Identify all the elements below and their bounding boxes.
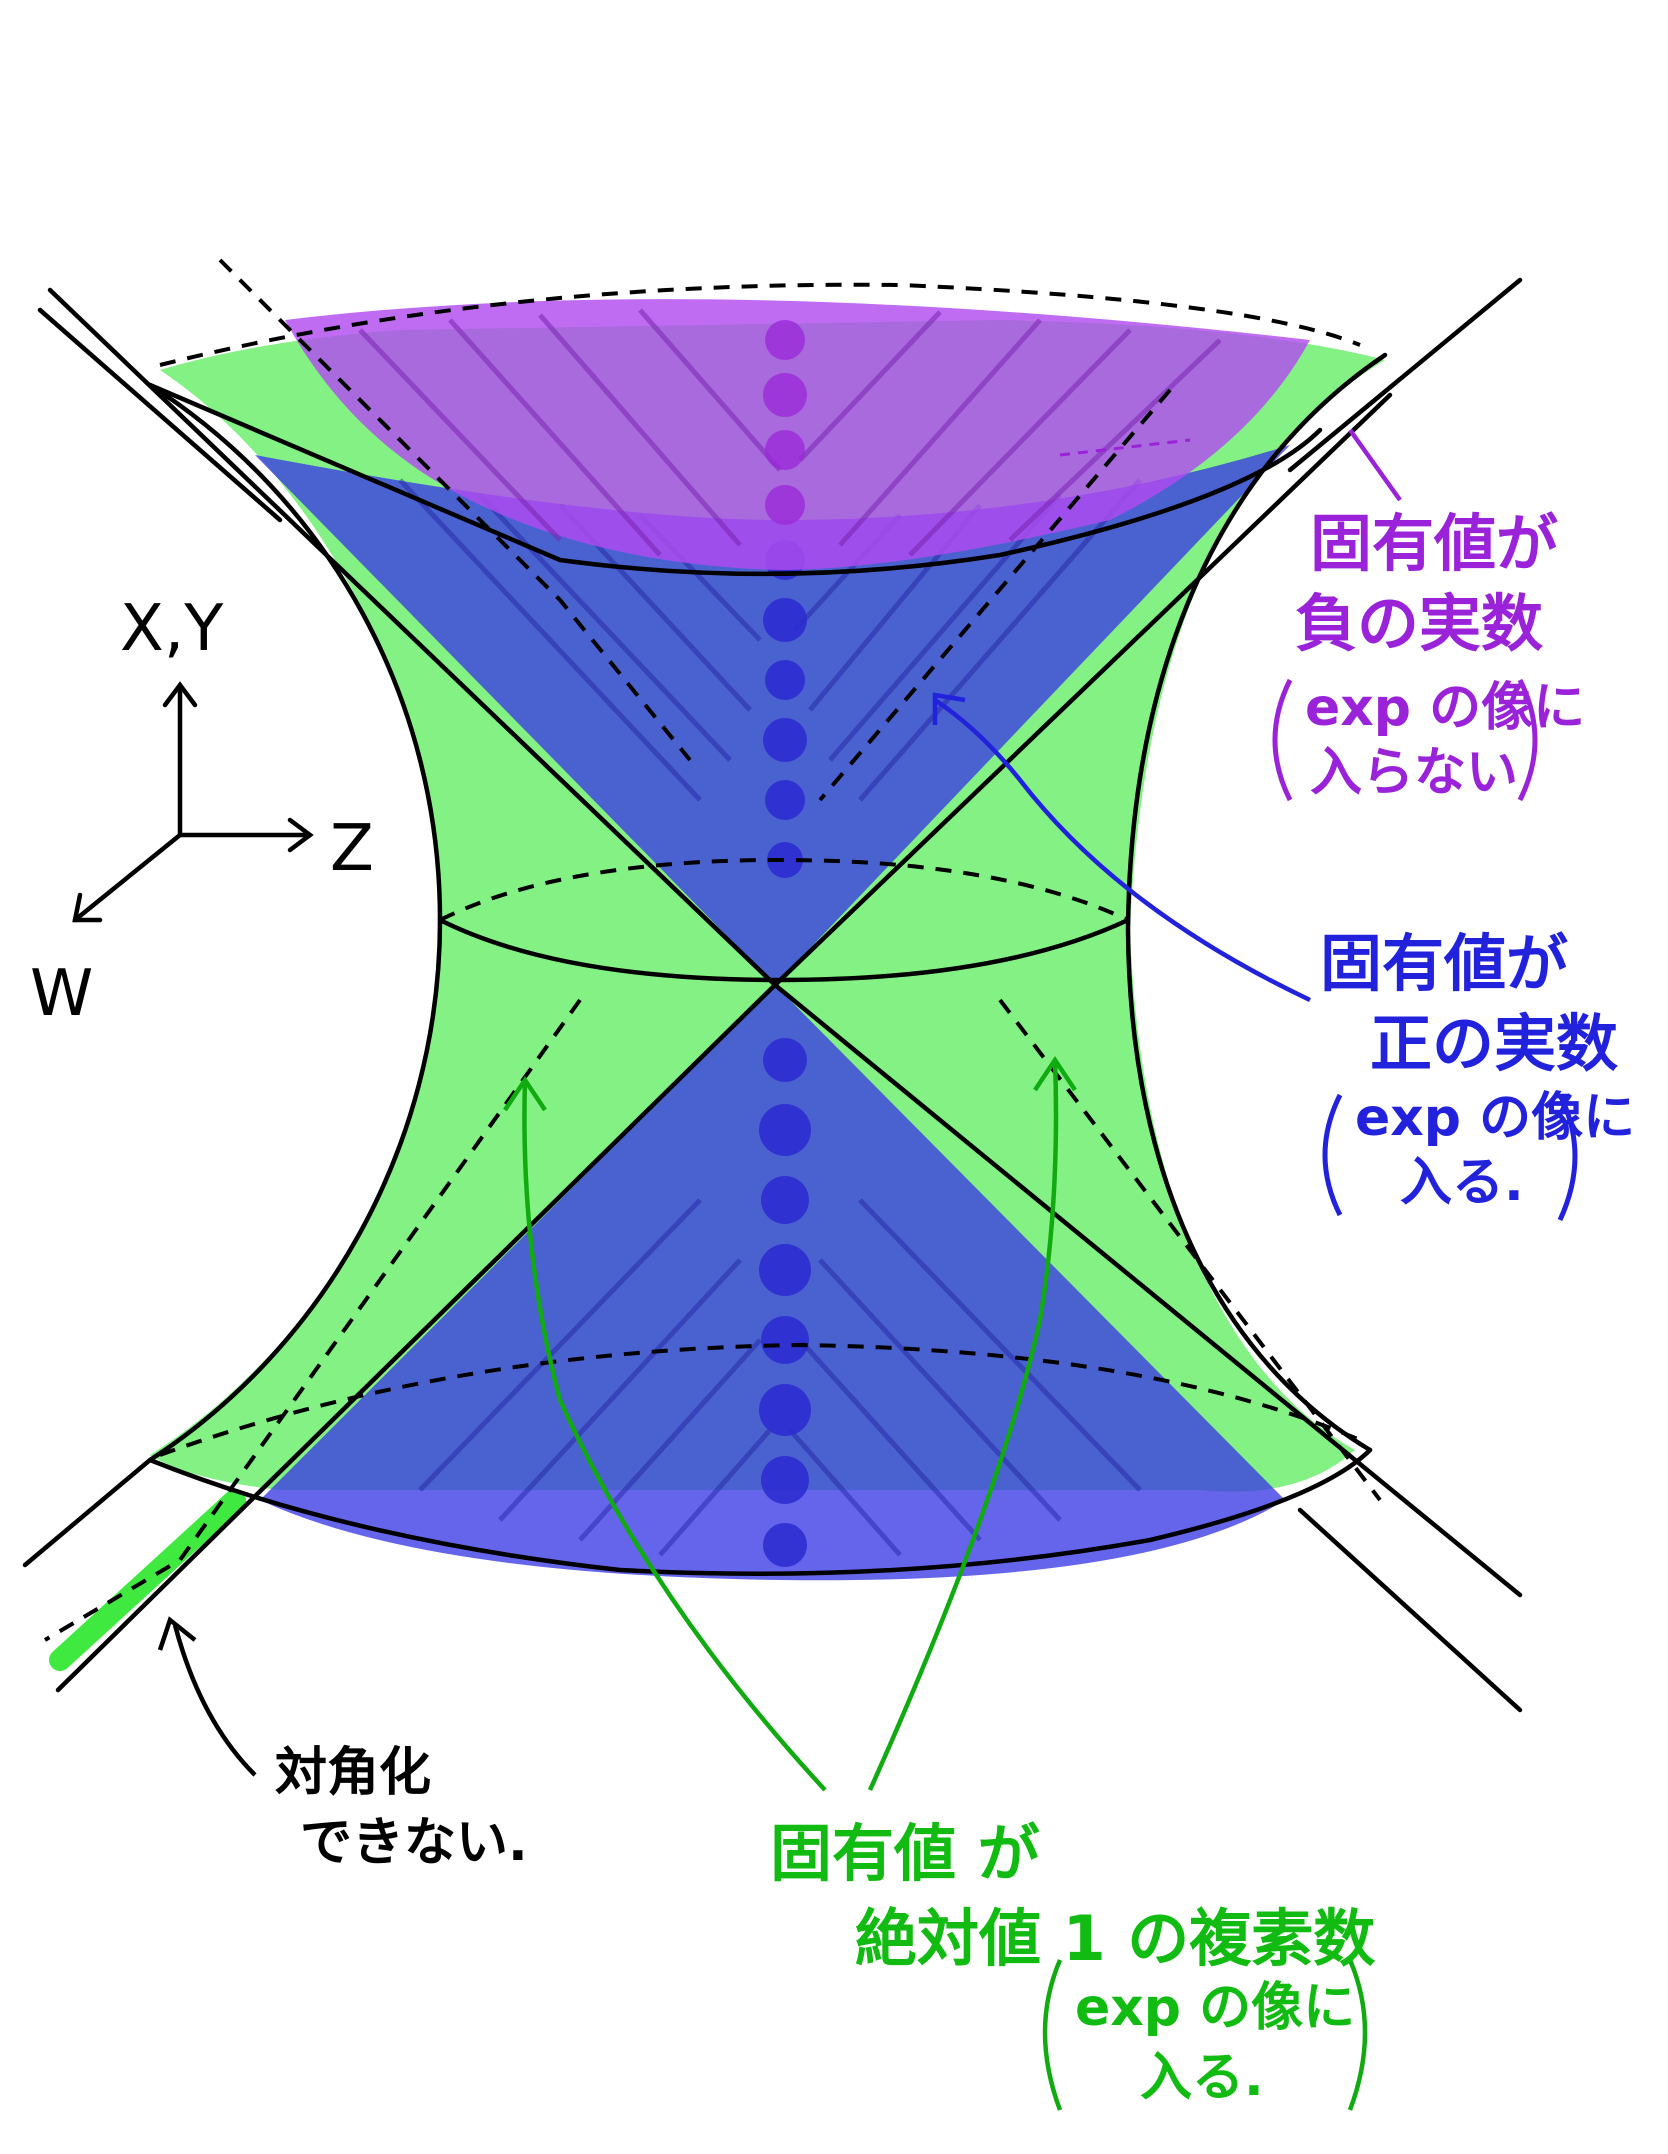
- unit-complex-annotation: [503, 1055, 1368, 2111]
- black-label-line2: できない.: [300, 1813, 528, 1873]
- green-paren-right: [1347, 1959, 1368, 2111]
- purple-label-line2: 負の実数: [1295, 587, 1543, 660]
- axis-horizontal-arrowhead: [287, 817, 314, 853]
- blue-pointer-arrow: [933, 698, 1311, 1003]
- axis-depth: [72, 832, 183, 923]
- negative-real-region: [285, 299, 1310, 570]
- green-paren-line1: exp の像に: [1075, 1978, 1355, 2038]
- green-pointer-arrow-right: [867, 1059, 1059, 1791]
- cone-line-right: [55, 392, 1393, 1693]
- green-pointer-arrowhead-right: [1033, 1055, 1077, 1092]
- axis-vertical-arrowhead: [162, 681, 198, 708]
- dashed-back-edges: [43, 258, 1382, 1642]
- green-label-line1: 固有値 が: [770, 1817, 1040, 1890]
- purple-leader-line: [1348, 428, 1402, 502]
- axis-label-vertical: X,Y: [120, 592, 224, 666]
- asymptote-right: [1287, 277, 1523, 473]
- green-pointer-arrow-left: [522, 1079, 827, 1792]
- neck-ellipse-front: [437, 917, 1131, 983]
- green-stripe-lower-left: [49, 1489, 246, 1671]
- non-diagonalizable-annotation: [157, 1616, 257, 1777]
- axis-label-depth: W: [30, 957, 93, 1031]
- purple-paren-right: [1517, 678, 1538, 802]
- axes: [72, 681, 314, 923]
- asymptote-lower-left: [22, 1457, 153, 1568]
- axis-depth-arrowhead: [72, 892, 103, 923]
- green-paren-line2: 入る.: [1140, 2048, 1264, 2108]
- blue-paren-line2: 入る.: [1400, 1153, 1524, 1213]
- positive-real-annotation: 固有値が 正の実数 exp の像に 入る.: [932, 692, 1635, 1222]
- black-pointer-arrow: [172, 1624, 257, 1777]
- positive-real-region: [255, 445, 1290, 1581]
- purple-pointer-arrow: [1059, 438, 1191, 457]
- blue-label-line1: 固有値が: [1320, 927, 1568, 1000]
- blue-paren-right: [1557, 1093, 1578, 1222]
- green-label-line2: 絶対値 1 の複素数: [855, 1902, 1375, 1975]
- purple-paren-left: [1272, 678, 1293, 802]
- top-ellipse-front: [147, 382, 1323, 577]
- hyperboloid-right-edge: [1125, 352, 1388, 1453]
- black-pointer-arrowhead: [157, 1616, 197, 1651]
- blue-paren-left: [1322, 1093, 1343, 1217]
- purple-paren-line1: exp の像に: [1305, 678, 1585, 738]
- outlines: [22, 277, 1523, 1713]
- green-pointer-arrowhead-left: [503, 1075, 547, 1112]
- green-paren-left: [1042, 1959, 1063, 2111]
- black-label-line1: 対角化: [275, 1743, 431, 1803]
- bottom-ellipse-front: [147, 1447, 1373, 1576]
- blue-pointer-arrowhead: [932, 692, 966, 725]
- asymptote-lower-right: [1297, 1507, 1523, 1713]
- purple-label-line1: 固有値が: [1310, 507, 1558, 580]
- upper-cone-fill: [255, 445, 1290, 985]
- purple-paren-line2: 入らない: [1310, 743, 1518, 803]
- blue-label-line2: 正の実数: [1370, 1007, 1618, 1080]
- blue-paren-line1: exp の像に: [1355, 1088, 1635, 1148]
- axis-label-horizontal: Z: [330, 812, 374, 886]
- asymptote-left: [37, 307, 283, 523]
- negative-real-annotation: 固有値が 負の実数 exp の像に 入らない: [1059, 428, 1585, 803]
